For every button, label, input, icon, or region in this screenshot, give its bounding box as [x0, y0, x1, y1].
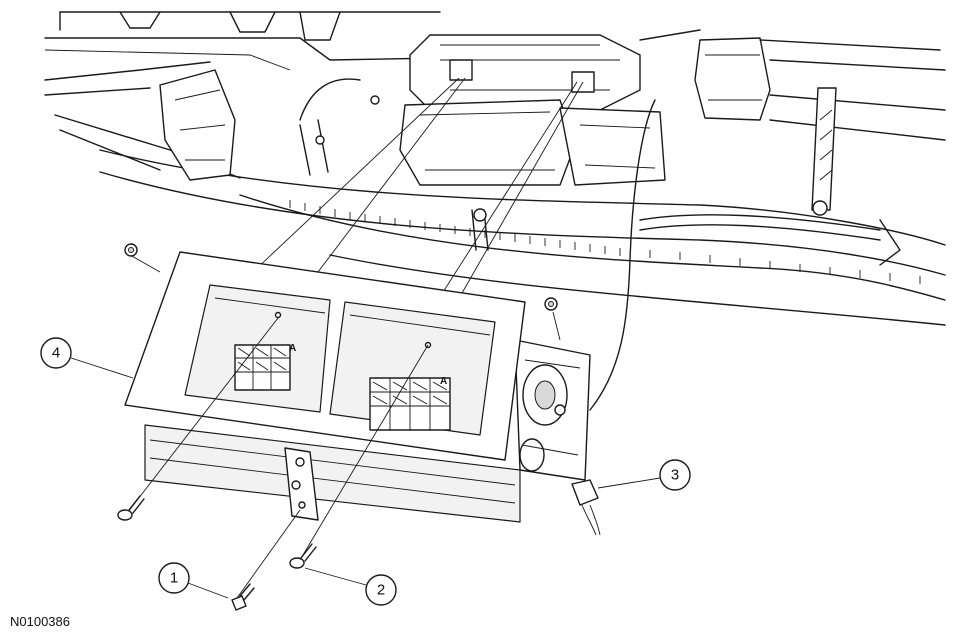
right-vent-grid: A	[369, 376, 451, 431]
figure-reference-code: N0100386	[10, 614, 70, 629]
screw-left-tray	[117, 317, 279, 521]
callout-3-label: 3	[671, 467, 679, 484]
callout-3: 3	[597, 459, 691, 491]
callout-1: 1	[158, 562, 229, 599]
callout-4: 4	[40, 337, 134, 379]
callout-4-label: 4	[52, 345, 60, 362]
actuator-motor	[514, 339, 591, 481]
screw-item-1	[231, 509, 301, 611]
screw-item-2	[289, 344, 429, 569]
callout-2: 2	[304, 567, 397, 606]
register-housing-assembly: A A	[124, 251, 591, 523]
screw-top-left	[124, 243, 138, 257]
callouts: 1 2 3 4	[40, 337, 691, 606]
instrument-panel-structure	[44, 11, 946, 411]
electrical-connector	[571, 479, 601, 536]
left-part-mark: A	[289, 343, 296, 354]
callout-1-label: 1	[170, 570, 178, 587]
alignment-lines	[129, 77, 584, 341]
callout-2-label: 2	[377, 582, 385, 599]
clip-rail	[289, 200, 921, 284]
left-vent-grid: A	[234, 343, 296, 391]
right-part-mark: A	[440, 376, 447, 387]
screw-top-right	[544, 297, 558, 311]
screws	[117, 243, 558, 611]
